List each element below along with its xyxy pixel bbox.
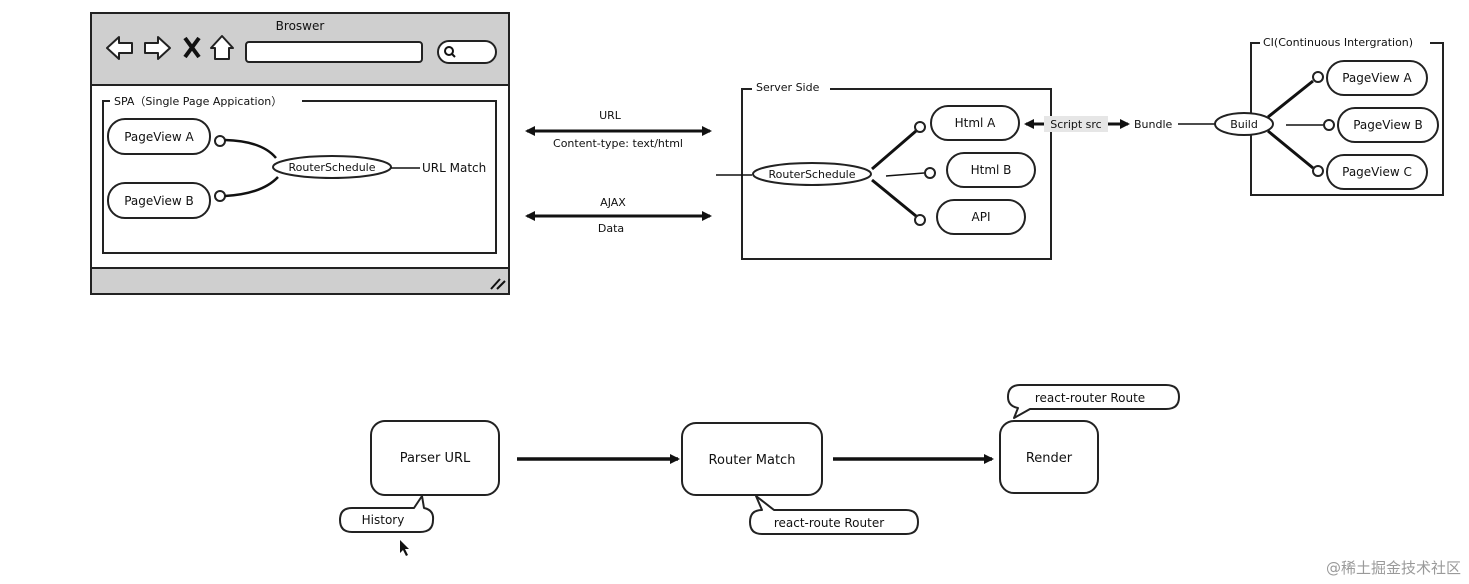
socket-icon (1312, 71, 1324, 83)
socket-icon (914, 121, 926, 133)
home-icon[interactable] (210, 35, 234, 60)
socket-icon (214, 190, 226, 202)
ci-pageview-c-label: PageView C (1342, 165, 1412, 179)
routing-flow: Parser URL Router Match Render History r… (339, 384, 1180, 556)
data-label: Data (598, 222, 624, 235)
browser-statusbar (90, 267, 510, 295)
server-title: Server Side (756, 81, 820, 94)
router-match-node (681, 422, 823, 496)
pageview-a-node (107, 118, 211, 155)
html-a-label: Html A (955, 116, 997, 130)
html-b-node (946, 152, 1036, 188)
render-node (999, 420, 1099, 494)
api-label: API (972, 210, 991, 224)
close-icon[interactable] (183, 36, 201, 59)
build-label: Build (1230, 118, 1258, 131)
script-src-label: Script src (1050, 118, 1101, 131)
ajax-link: AJAX Data (525, 196, 712, 235)
react-route-callout (1007, 384, 1180, 419)
ci-pageview-a-label: PageView A (1342, 71, 1412, 85)
react-router-label: react-route Router (774, 516, 884, 530)
watermark: @稀土掘金技术社区 (1325, 559, 1461, 577)
server-side: Server Side RouterSchedule Html A Html B… (716, 80, 1052, 260)
search-icon[interactable] (444, 46, 456, 58)
ci-title: CI(Continuous Intergration) (1263, 36, 1413, 49)
search-box[interactable] (437, 40, 497, 64)
socket-icon (1323, 119, 1335, 131)
url-match-label: URL Match (422, 161, 486, 175)
bundle-label: Bundle (1134, 118, 1173, 131)
url-label: URL (599, 109, 622, 122)
browser-title: Broswer (276, 19, 325, 33)
router-match-label: Router Match (709, 453, 796, 468)
ci-group: CI(Continuous Intergration) Build PageVi… (1214, 34, 1444, 196)
react-router-callout (749, 495, 919, 535)
socket-icon (1312, 165, 1324, 177)
forward-arrow-icon[interactable] (144, 36, 171, 60)
router-schedule-node (272, 155, 392, 179)
parser-url-node (370, 420, 500, 496)
router-schedule-label: RouterSchedule (288, 161, 375, 174)
render-label: Render (1026, 451, 1073, 466)
ci-pageview-b-node (1337, 107, 1439, 143)
ajax-label: AJAX (600, 196, 626, 209)
back-arrow-icon[interactable] (106, 36, 133, 60)
pageview-b-node (107, 182, 211, 219)
pageview-b-label: PageView B (124, 194, 194, 208)
server-router-label: RouterSchedule (768, 168, 855, 181)
history-label: History (362, 513, 405, 527)
ci-pageview-b-label: PageView B (1353, 118, 1423, 132)
socket-icon (924, 167, 936, 179)
content-type-label: Content-type: text/html (553, 137, 683, 150)
server-router-node (752, 162, 872, 186)
spa-title: SPA（Single Page Appication） (114, 95, 282, 108)
html-a-node (930, 105, 1020, 141)
script-link: Script src Bundle (1024, 116, 1215, 132)
resize-grip-icon[interactable] (490, 278, 506, 290)
parser-url-label: Parser URL (400, 451, 471, 466)
ci-pageview-c-node (1326, 154, 1428, 190)
mouse-cursor-icon (400, 540, 409, 556)
pageview-a-label: PageView A (124, 130, 194, 144)
history-callout (339, 495, 435, 533)
address-bar[interactable] (245, 41, 423, 63)
ci-pageview-a-node (1326, 60, 1428, 96)
server-frame (741, 88, 1052, 260)
socket-icon (914, 214, 926, 226)
http-link: URL Content-type: text/html (525, 109, 712, 150)
build-node (1214, 112, 1274, 136)
html-b-label: Html B (971, 163, 1012, 177)
api-node (936, 199, 1026, 235)
browser-window: Broswer SPA（Single Page Appication） Page… (90, 12, 510, 295)
react-route-label: react-router Route (1035, 391, 1145, 405)
socket-icon (214, 135, 226, 147)
